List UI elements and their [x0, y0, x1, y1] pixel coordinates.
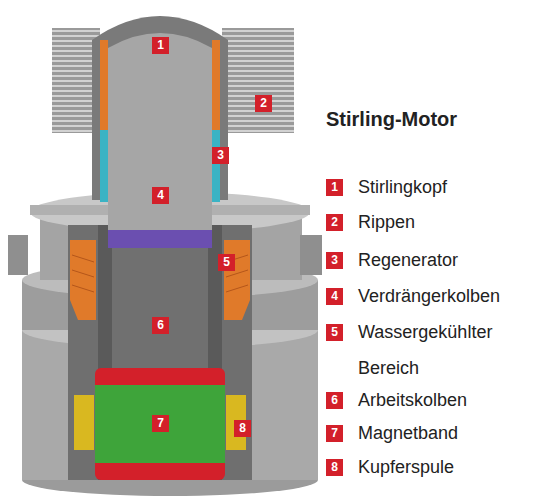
groove	[72, 285, 94, 292]
water-cooled-right	[224, 240, 250, 320]
groove	[226, 270, 248, 277]
groove	[72, 255, 94, 262]
callout-number: 3	[212, 147, 229, 164]
callout-number: 4	[326, 288, 343, 305]
displacer-seal	[108, 230, 212, 248]
callout-number: 7	[326, 425, 343, 442]
callout-number: 6	[152, 317, 169, 334]
magnet-ring	[95, 368, 225, 480]
copper-coil-left	[74, 395, 94, 450]
heater-left	[100, 40, 108, 130]
regenerator-right	[212, 130, 220, 202]
fins-right	[222, 28, 294, 133]
side-port	[8, 235, 28, 275]
part-name: Arbeitskolben	[358, 382, 538, 418]
callout-number: 3	[326, 252, 343, 269]
heater-right	[212, 40, 220, 130]
part-name: Rippen	[358, 204, 538, 240]
callout-number: 2	[326, 214, 343, 231]
diagram-title: Stirling-Motor	[326, 108, 457, 131]
side-port	[300, 235, 322, 275]
part-name: Kupferspule	[358, 449, 538, 485]
groove	[72, 270, 94, 277]
callout-number: 5	[218, 254, 235, 271]
working-piston	[112, 248, 208, 368]
magnet-band	[95, 385, 225, 463]
callout-number: 7	[152, 415, 169, 432]
callout-number: 1	[152, 37, 169, 54]
groove	[226, 285, 248, 292]
regenerator-left	[100, 130, 108, 202]
callout-number: 1	[326, 179, 343, 196]
callout-number: 6	[326, 392, 343, 409]
displacer-piston	[108, 33, 212, 230]
part-name: Verdrängerkolben	[358, 278, 538, 314]
part-name: Regenerator	[358, 242, 538, 278]
cut-section	[68, 225, 252, 480]
part-name: Magnetband	[358, 415, 538, 451]
callout-number: 8	[326, 459, 343, 476]
part-name: Stirlingkopf	[358, 169, 538, 205]
callout-number: 2	[255, 95, 272, 112]
callout-number: 8	[234, 420, 251, 437]
callout-number: 4	[152, 187, 169, 204]
water-cooled-left	[70, 240, 96, 320]
callout-number: 5	[326, 324, 343, 341]
part-name: Wassergekühlter Bereich	[358, 314, 538, 386]
